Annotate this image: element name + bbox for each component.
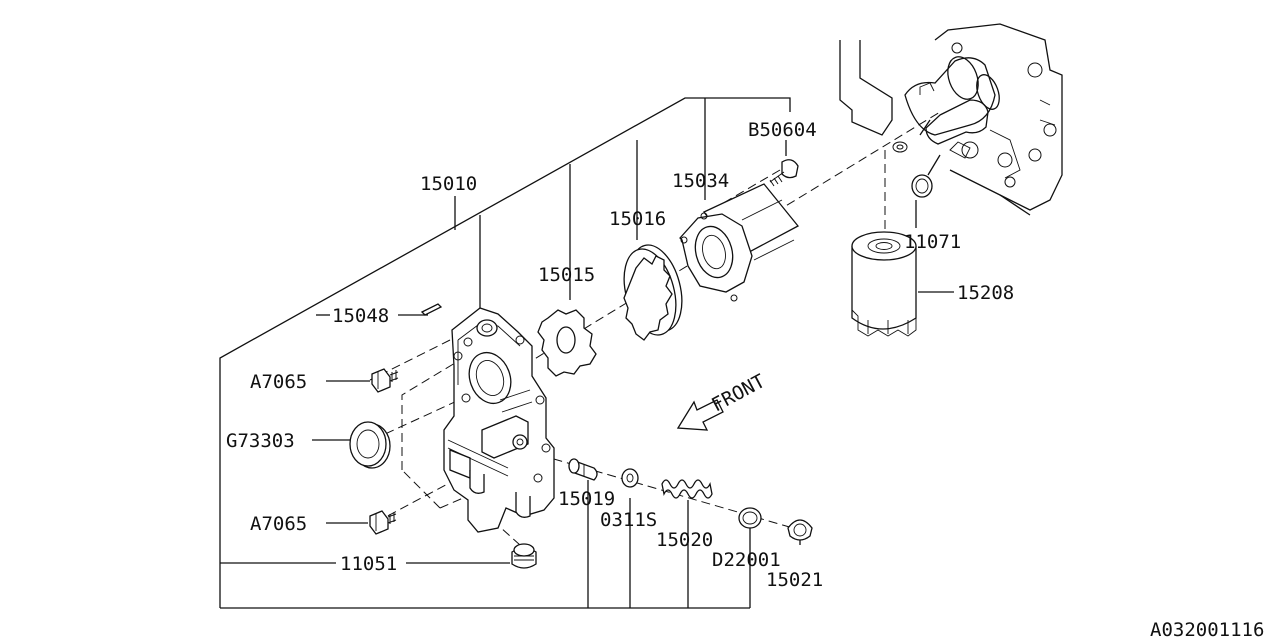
inner-rotor-15015 <box>537 309 597 377</box>
front-direction-indicator: FRONT <box>676 370 769 431</box>
engine-block-drawing <box>839 23 1063 216</box>
plug-11051 <box>511 543 537 569</box>
label-15021: 15021 <box>766 569 823 591</box>
bolt-a7065-lower <box>369 510 397 535</box>
label-0311s: 0311S <box>600 509 657 531</box>
label-15020: 15020 <box>656 529 713 551</box>
relief-valve-15019 <box>568 458 598 481</box>
part-labels: 15010 15048 A7065 G73303 A7065 11051 150… <box>226 119 1264 640</box>
label-15048: 15048 <box>332 305 389 327</box>
spring-15020 <box>661 479 713 499</box>
outer-rotor-15016 <box>623 244 683 341</box>
label-g73303: G73303 <box>226 430 295 452</box>
label-b50604: B50604 <box>748 119 817 141</box>
label-15208: 15208 <box>957 282 1014 304</box>
label-d22001: D22001 <box>712 549 781 571</box>
label-15019: 15019 <box>558 488 615 510</box>
label-15034: 15034 <box>672 170 729 192</box>
pump-cover-15034 <box>679 183 800 302</box>
label-11051: 11051 <box>340 553 397 575</box>
gasket-d22001 <box>738 507 762 529</box>
leader-frame <box>219 97 954 609</box>
o-ring-11071 <box>911 174 933 198</box>
label-11071: 11071 <box>904 231 961 253</box>
front-label: FRONT <box>708 370 769 416</box>
bolt-a7065-upper <box>371 368 399 393</box>
plug-15021 <box>787 519 813 541</box>
label-a7065-upper: A7065 <box>250 371 307 393</box>
washer-0311s <box>621 468 639 488</box>
oil-filter-15208 <box>851 231 917 337</box>
label-15015: 15015 <box>538 264 595 286</box>
pin-15048 <box>420 303 443 316</box>
label-a7065-lower: A7065 <box>250 513 307 535</box>
label-15010: 15010 <box>420 173 477 195</box>
screw-b50604 <box>769 159 799 187</box>
oil-pump-housing <box>443 307 555 533</box>
oil-seal-g73303 <box>349 421 391 469</box>
label-15016: 15016 <box>609 208 666 230</box>
drawing-id: A032001116 <box>1150 619 1264 640</box>
